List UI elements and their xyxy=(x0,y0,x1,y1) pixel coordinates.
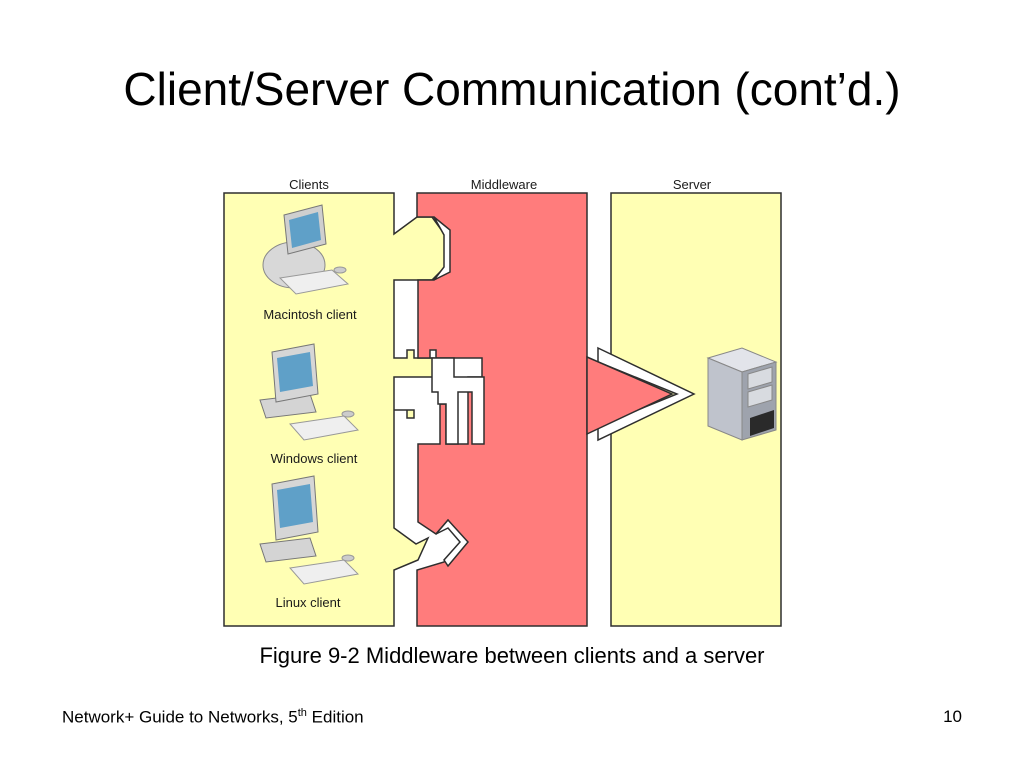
mac-connector xyxy=(433,216,451,281)
figure-caption: Figure 9-2 Middleware between clients an… xyxy=(259,643,765,668)
server-tower-icon xyxy=(706,347,778,441)
middleware-diagram: Clients Middleware Server Macintosh clie… xyxy=(222,172,784,633)
windows-client-label: Windows client xyxy=(271,451,358,466)
middleware-column-label: Middleware xyxy=(471,177,537,192)
macintosh-client-label: Macintosh client xyxy=(263,307,357,322)
middleware-arrow-head xyxy=(586,355,674,436)
footer-title-superscript: th xyxy=(297,707,307,719)
imac-icon xyxy=(262,204,350,295)
linux-client-label: Linux client xyxy=(275,595,340,610)
linux-connector xyxy=(435,518,469,568)
slide-title: Client/Server Communication (cont’d.) xyxy=(123,63,901,115)
desktop-pc-icon xyxy=(259,475,360,585)
desktop-pc-icon xyxy=(259,343,360,441)
footer-title-suffix: Edition xyxy=(306,707,364,727)
page-number: 10 xyxy=(943,707,962,726)
server-column-label: Server xyxy=(673,177,712,192)
footer-book-title: Network+ Guide to Networks, 5th Edition xyxy=(62,707,364,728)
footer-title-prefix: Network+ Guide to Networks, 5 xyxy=(62,707,298,727)
clients-column-label: Clients xyxy=(289,177,329,192)
windows-connector xyxy=(431,357,485,445)
